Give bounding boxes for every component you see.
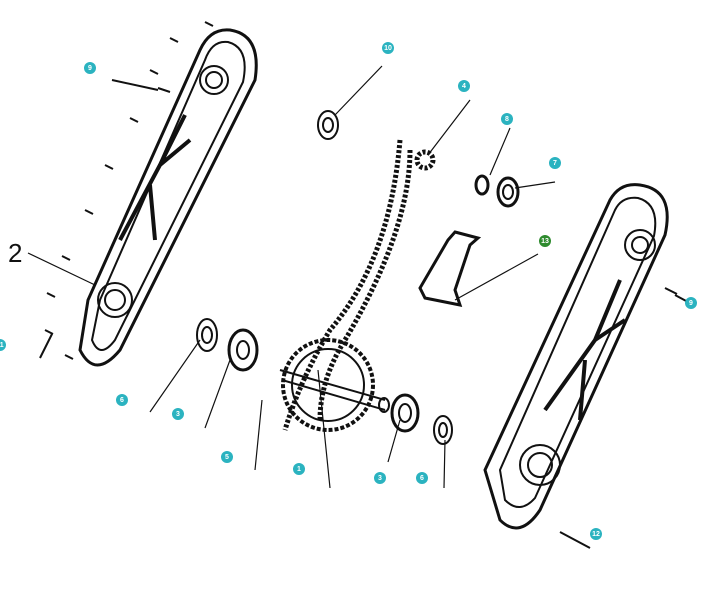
callout-text: 8 [505,115,509,123]
callout-text: 4 [462,82,466,90]
lower-sprocket-shaft [279,338,390,432]
left-chaincase-cover [78,28,258,367]
callout-13: 13 [539,235,551,247]
bracket [418,230,482,307]
callout-6-right: 6 [416,472,428,484]
callout-text: 10 [384,44,392,52]
callout-6-left: 6 [116,394,128,406]
callout-text: 9 [689,299,693,307]
callout-7: 7 [549,157,561,169]
callout-1: 1 [293,463,305,475]
left-cover-bolts [39,21,214,360]
callout-text: 3 [176,410,180,418]
callout-9-right: 9 [685,297,697,309]
callout-text: 12 [592,530,600,538]
callout-3-left: 3 [172,408,184,420]
callout-text: 7 [553,159,557,167]
callout-5: 5 [221,451,233,463]
callout-9-left: 9 [84,62,96,74]
right-chaincase-cover [483,183,689,549]
callout-text: 6 [120,396,124,404]
callout-11: 11 [0,339,6,351]
leader-lines [27,65,556,489]
callout-text: 13 [541,237,549,245]
callout-10: 10 [382,42,394,54]
upper-sprocket [414,149,436,171]
callout-text: 11 [0,341,4,349]
callout-text: 1 [297,465,301,473]
callout-text: 6 [420,474,424,482]
callout-12: 12 [590,528,602,540]
part-label-2: 2 [8,238,23,268]
callout-text: 9 [88,64,92,72]
callout-3-right: 3 [374,472,386,484]
callout-8: 8 [501,113,513,125]
drive-chain [282,139,413,431]
callout-text: 3 [378,474,382,482]
callout-4: 4 [458,80,470,92]
callout-text: 5 [225,453,229,461]
bearings-and-seals [196,110,520,445]
